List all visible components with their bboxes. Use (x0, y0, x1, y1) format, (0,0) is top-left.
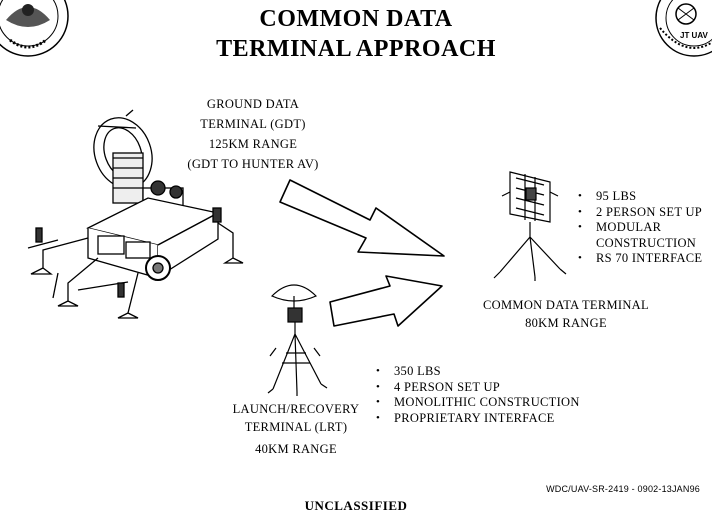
title-line-2: TERMINAL APPROACH (216, 36, 496, 62)
lrt-bullet: MONOLITHIC CONSTRUCTION (376, 395, 616, 411)
cdt-bullets: 95 LBS 2 PERSON SET UP MODULAR CONSTRUCT… (578, 189, 712, 267)
page-title: COMMON DATA TERMINAL APPROACH (170, 4, 542, 64)
lrt-bullet: 350 LBS (376, 364, 616, 380)
lrt-name-line-2: TERMINAL (LRT) (244, 420, 348, 434)
cdt-illustration (480, 162, 570, 287)
title-line-1: COMMON DATA (259, 6, 453, 32)
lrt-illustration (262, 278, 332, 403)
document-code: WDC/UAV-SR-2419 - 0902-13JAN96 (546, 484, 700, 494)
cdt-name: COMMON DATA TERMINAL (483, 298, 649, 312)
arrow-gdt-to-cdt (278, 172, 448, 269)
cdt-bullet: 95 LBS (578, 189, 712, 205)
gdt-note: (GDT TO HUNTER AV) (187, 157, 319, 171)
lrt-bullet: PROPRIETARY INTERFACE (376, 411, 616, 427)
lrt-label: LAUNCH/RECOVERY TERMINAL (LRT) 40KM RANG… (222, 400, 370, 458)
left-seal-logo (0, 0, 70, 67)
lrt-bullet: 4 PERSON SET UP (376, 380, 616, 396)
lrt-bullets: 350 LBS 4 PERSON SET UP MONOLITHIC CONST… (376, 364, 616, 426)
gdt-illustration (18, 108, 248, 333)
classification-marking: UNCLASSIFIED (304, 498, 408, 513)
arrow-lrt-to-cdt (328, 272, 446, 339)
cdt-label: COMMON DATA TERMINAL 80KM RANGE (460, 296, 672, 332)
cdt-bullet: RS 70 INTERFACE (578, 251, 712, 267)
cdt-range: 80KM RANGE (525, 316, 607, 330)
right-seal-text: JT UAV (680, 31, 709, 40)
gdt-label: GROUND DATA TERMINAL (GDT) 125KM RANGE (… (160, 94, 346, 174)
lrt-name-line-1: LAUNCH/RECOVERY (232, 402, 360, 416)
gdt-name-line-2: TERMINAL (GDT) (200, 117, 306, 131)
cdt-bullet: MODULAR CONSTRUCTION (578, 220, 712, 251)
gdt-name-line-1: GROUND DATA (206, 97, 300, 111)
cdt-bullet: 2 PERSON SET UP (578, 205, 712, 221)
lrt-range: 40KM RANGE (255, 442, 337, 456)
right-seal-logo: JT UAV (654, 0, 712, 67)
gdt-range: 125KM RANGE (208, 137, 298, 151)
